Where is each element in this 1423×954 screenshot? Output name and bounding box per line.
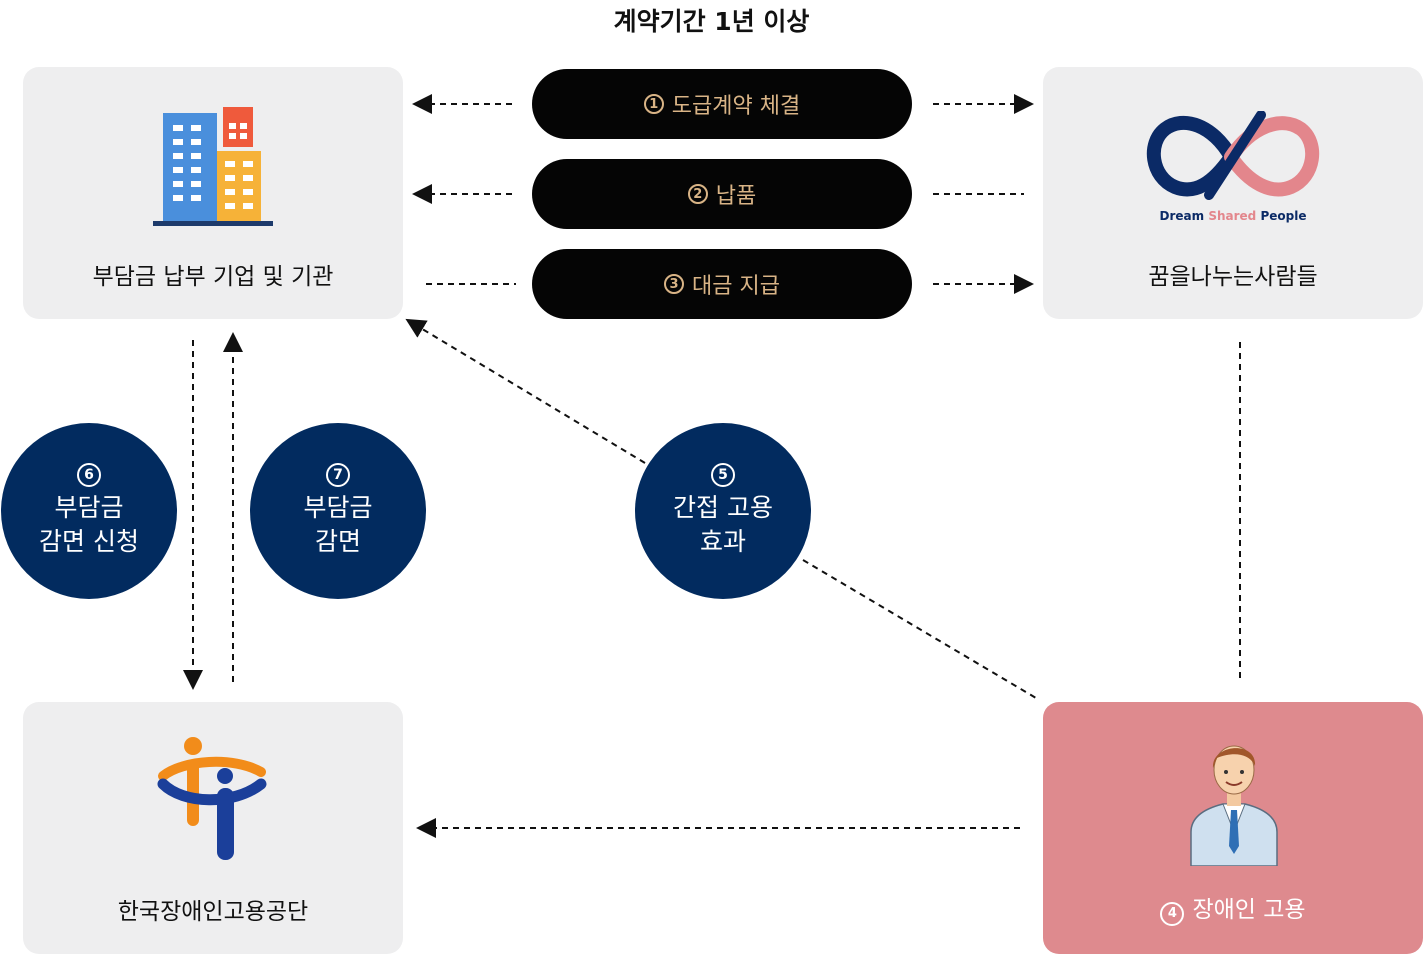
step5-number: 5 [711,463,735,487]
circle5-line1: 간접 고용 [673,493,773,522]
agency-label: 한국장애인고용공단 [117,899,309,925]
step1-label: 도급계약 체결 [671,94,801,119]
step2-number: 2 [687,184,708,204]
diagram-title: 계약기간 1년 이상 [613,7,810,36]
circle5-line2: 효과 [699,527,746,556]
indirect-lower-line [802,559,1037,699]
step2-label: 납품 [715,184,757,209]
logo-word-shared: Shared [1208,209,1257,223]
dsp-logo-wordmark: Dream Shared People [1043,209,1423,223]
dsp-card: Dream Shared People 꿈을나누는사람들 [1043,67,1423,319]
step-pill-delivery: 2 납품 [532,159,912,229]
circle6-line2: 감면 신청 [39,527,139,556]
circle6-line1: 부담금 [54,493,124,522]
step-pill-contract: 1 도급계약 체결 [532,69,912,139]
logo-word-dream: Dream [1159,209,1205,223]
company-label: 부담금 납부 기업 및 기관 [92,264,334,290]
step1-number: 1 [643,94,664,114]
step7-number: 7 [326,463,350,487]
building-icon [153,107,273,226]
circle-reduction: 7 부담금 감면 [250,423,426,599]
employment-label-text: 장애인 고용 [1192,897,1306,923]
company-card: 부담금 납부 기업 및 기관 [23,67,403,319]
dream-shared-people-logo-icon [1146,111,1320,200]
indirect-upper-arrow [405,318,646,464]
step6-number: 6 [77,463,101,487]
circle7-line1: 부담금 [303,493,373,522]
employment-label: 4 장애인 고용 [1043,890,1423,926]
step3-number: 3 [664,274,685,294]
circle-reduction-apply: 6 부담금 감면 신청 [1,423,177,599]
step3-label: 대금 지급 [692,274,780,299]
circle-indirect-employment: 5 간접 고용 효과 [635,423,811,599]
step4-number: 4 [1160,901,1185,926]
agency-logo-icon [157,737,267,860]
dsp-label: 꿈을나누는사람들 [1148,264,1318,290]
employee-person-icon [1190,745,1278,866]
step-pill-payment: 3 대금 지급 [532,249,912,319]
employment-card: 4 장애인 고용 [1043,702,1423,954]
circle7-line2: 감면 [314,527,361,556]
logo-word-people: People [1260,209,1307,223]
agency-card: 한국장애인고용공단 [23,702,403,954]
